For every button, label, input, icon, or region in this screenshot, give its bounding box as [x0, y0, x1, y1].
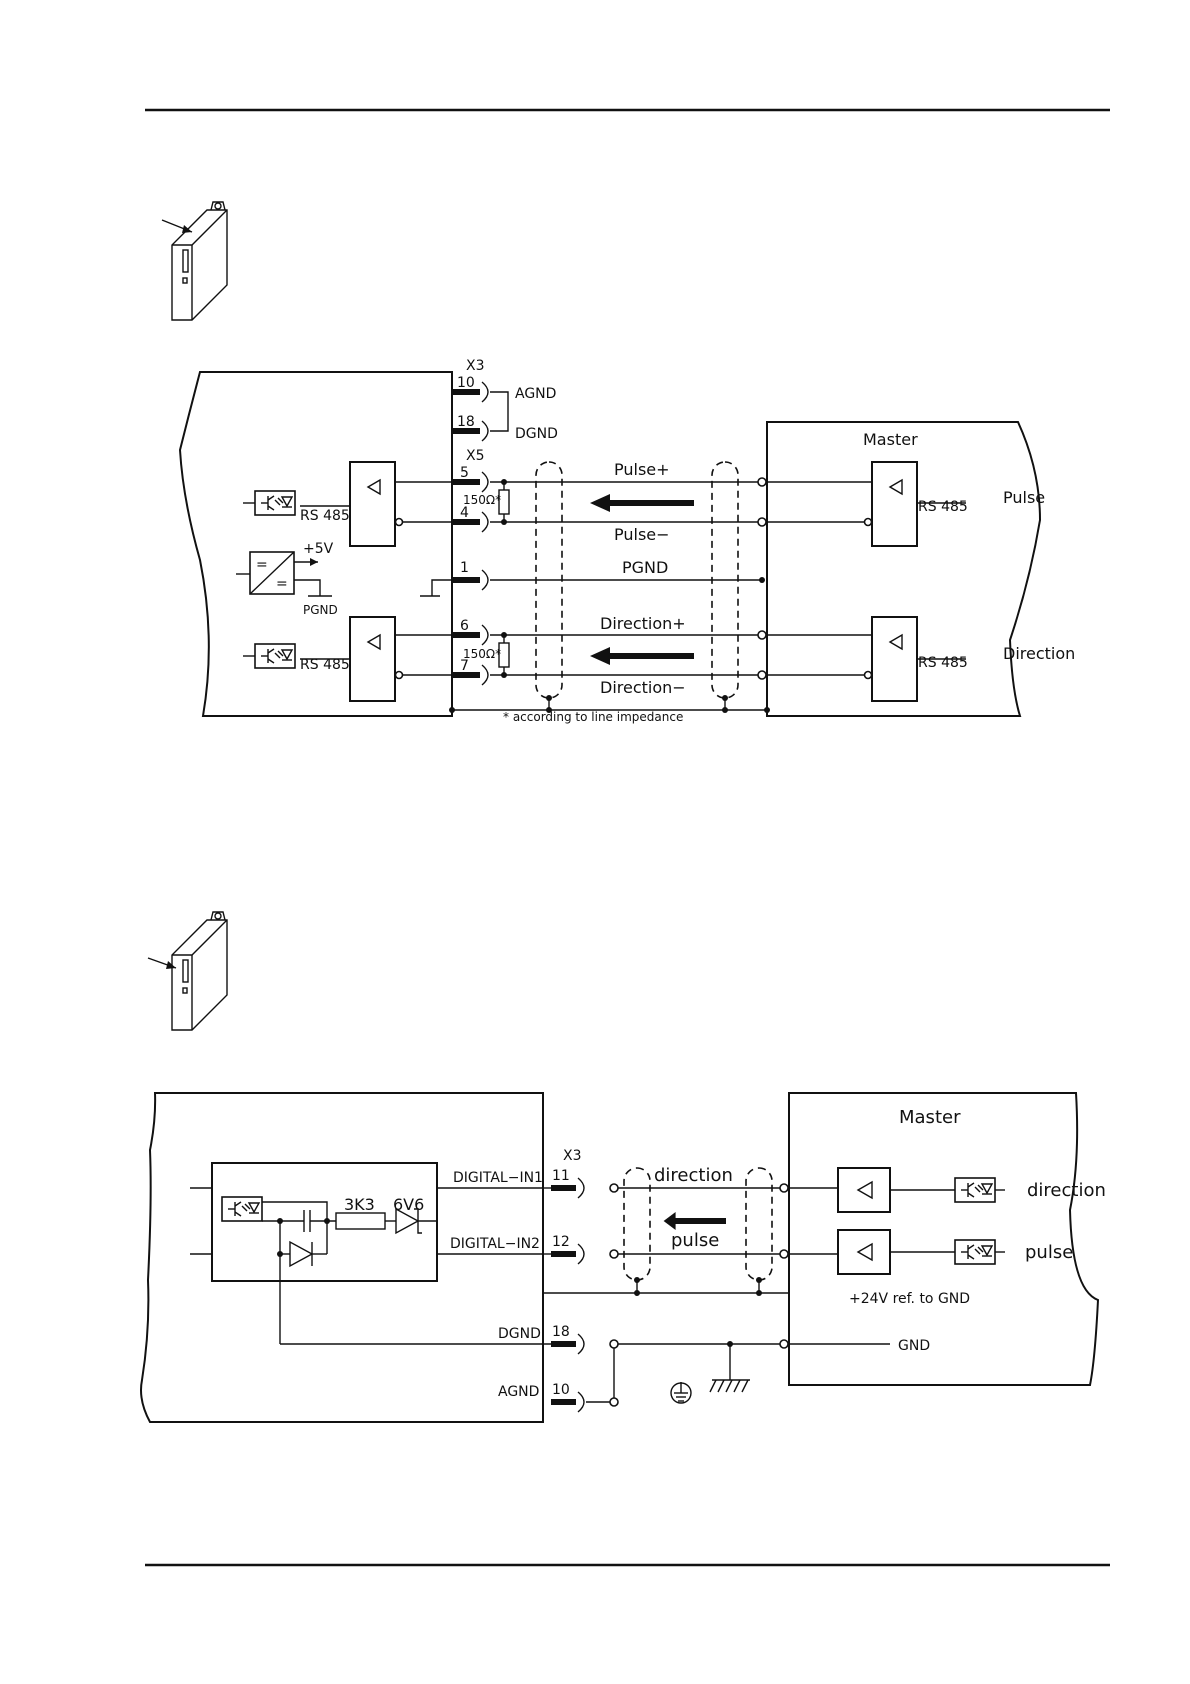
pulse-minus-label: Pulse− — [614, 525, 670, 544]
dgnd-label-2: DGND — [498, 1326, 541, 1342]
pgnd-small-label: PGND — [303, 603, 338, 617]
chassis-ground-icon — [710, 1341, 750, 1392]
resistor-3k3-label: 3K3 — [344, 1195, 375, 1214]
x3-label-2: X3 — [563, 1148, 582, 1164]
optocoupler-icon — [255, 491, 295, 515]
output-pulse-label: pulse — [1025, 1242, 1073, 1263]
pin-12-label: 12 — [552, 1234, 570, 1250]
master-box-2 — [789, 1093, 1098, 1385]
master-label-2: Master — [899, 1107, 961, 1128]
pin-1-label: 1 — [460, 560, 469, 576]
line-driver-direction — [350, 617, 395, 701]
pin-5-label: 5 — [460, 465, 469, 481]
pin-6-label: 6 — [460, 618, 469, 634]
signal-direction-arrow-3 — [664, 1212, 726, 1230]
receiver-direction-2 — [838, 1168, 890, 1212]
gnd-label: GND — [898, 1338, 930, 1354]
wire-direction-label: direction — [654, 1165, 733, 1186]
direction-minus-label: Direction− — [600, 678, 686, 697]
svg-text:=: = — [276, 576, 288, 592]
master-box — [767, 422, 1040, 716]
pin-10-label: 10 — [457, 375, 475, 391]
dgnd-label: DGND — [515, 426, 558, 442]
wire-pulse-label: pulse — [671, 1230, 719, 1251]
plus-5v-label: +5V — [303, 541, 334, 557]
pgnd-label: PGND — [622, 558, 668, 577]
svg-text:=: = — [256, 557, 268, 573]
pulse-plus-label: Pulse+ — [614, 460, 670, 479]
agnd-label-2: AGND — [498, 1384, 539, 1400]
direction-label: Direction — [1003, 644, 1075, 663]
output-direction-label: direction — [1027, 1180, 1106, 1201]
rs485-right-2: RS 485 — [918, 655, 968, 671]
drive-module-icon — [162, 202, 227, 320]
pin-18-label: 18 — [457, 414, 475, 430]
optocoupler-icon-3 — [222, 1197, 262, 1221]
receiver-direction — [872, 617, 917, 701]
footnote-line-impedance: * according to line impedance — [503, 710, 683, 724]
pin-11-label: 11 — [552, 1168, 570, 1184]
pin-18-label-2: 18 — [552, 1324, 570, 1340]
cable-shield-right-2 — [746, 1168, 772, 1280]
cable-shield-left-2 — [624, 1168, 650, 1280]
receiver-pulse-2 — [838, 1230, 890, 1274]
signal-direction-arrow-2 — [590, 647, 694, 665]
ref-24v-label: +24V ref. to GND — [849, 1291, 970, 1307]
optocoupler-icon-4 — [955, 1178, 995, 1202]
rs485-left-1: RS 485 — [300, 508, 350, 524]
master-label: Master — [863, 430, 918, 449]
pulse-label: Pulse — [1003, 488, 1045, 507]
drive-box-2 — [141, 1093, 543, 1422]
rs485-left-2: RS 485 — [300, 657, 350, 673]
receiver-pulse — [872, 462, 917, 546]
agnd-label: AGND — [515, 386, 556, 402]
direction-plus-label: Direction+ — [600, 614, 686, 633]
protective-earth-icon — [671, 1382, 691, 1403]
x3-label: X3 — [466, 358, 485, 374]
rs485-right-1: RS 485 — [918, 499, 968, 515]
resistor-150-label-2: 150Ω* — [463, 647, 501, 661]
diagram-rs485-pulse-direction: X3 10 AGND 18 DGND X5 RS 485 5 4 150Ω* — [180, 358, 1075, 724]
diode-icon — [290, 1242, 312, 1266]
optocoupler-icon-2 — [255, 644, 295, 668]
diagram-24v-pulse-direction: Master DIGITAL−IN1 DIGITAL−IN2 3K3 6V6 — [141, 1093, 1106, 1422]
digital-in1-label: DIGITAL−IN1 — [453, 1170, 543, 1186]
resistor-150-label-1: 150Ω* — [463, 493, 501, 507]
signal-direction-arrow-1 — [590, 494, 694, 512]
line-driver-pulse — [350, 462, 395, 546]
zener-6v6-label: 6V6 — [393, 1195, 424, 1214]
optocoupler-icon-5 — [955, 1240, 995, 1264]
pin-4-label: 4 — [460, 505, 469, 521]
digital-in2-label: DIGITAL−IN2 — [450, 1236, 540, 1252]
drive-module-icon-2 — [148, 912, 227, 1030]
resistor-3k3 — [336, 1213, 385, 1229]
x5-label: X5 — [466, 448, 485, 464]
pin-10-label-2: 10 — [552, 1382, 570, 1398]
